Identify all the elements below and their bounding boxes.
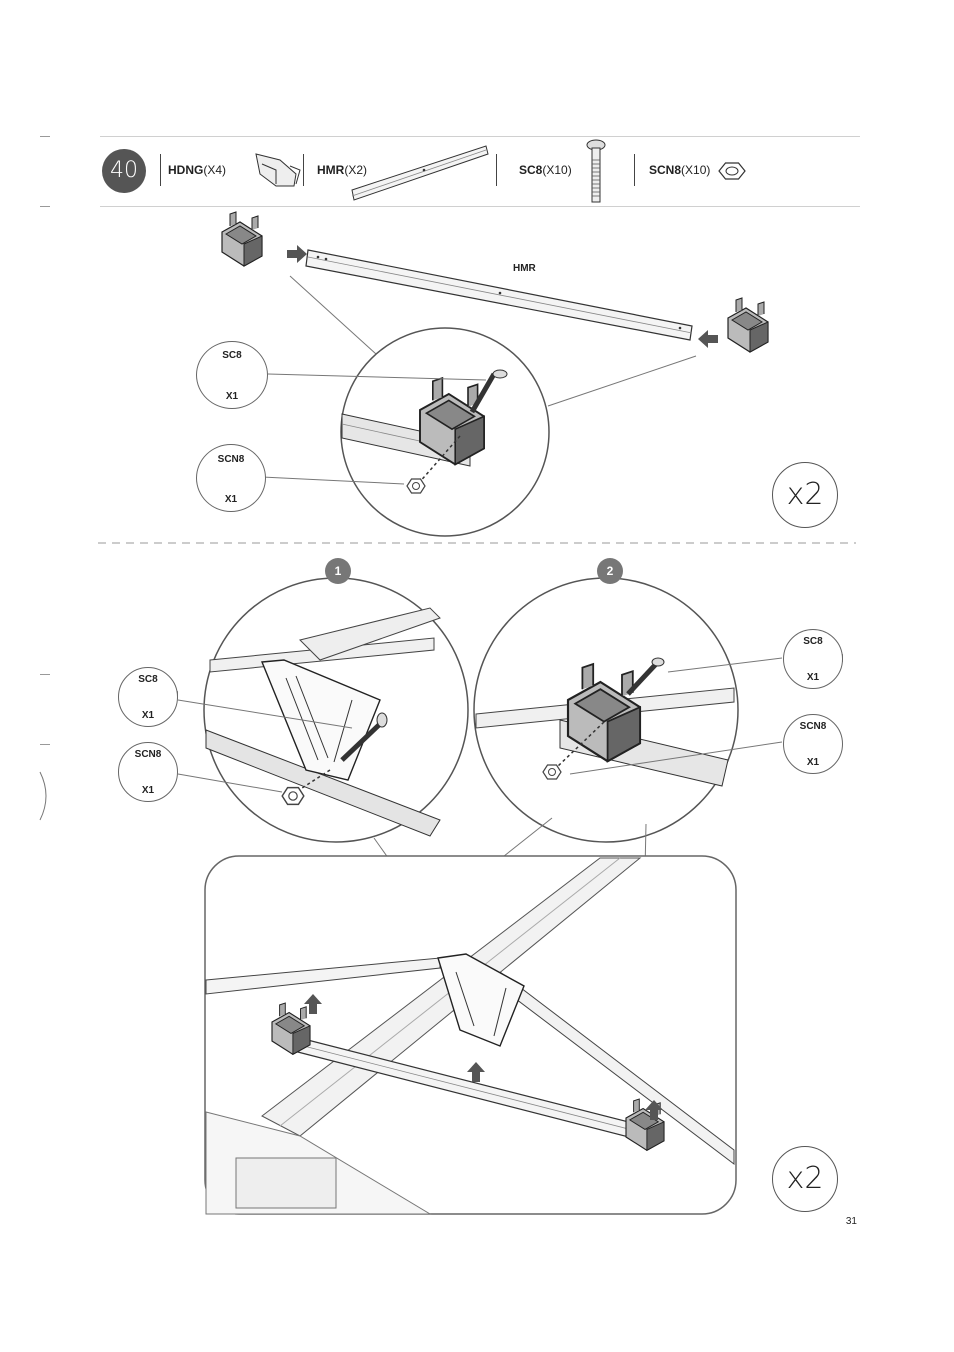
overview-content [205, 857, 735, 1215]
sc8-bolt-icon [586, 139, 606, 203]
callout-scn8-top: SCN8 X1 [196, 444, 266, 512]
part-hdng-label: HDNG(X4) [168, 163, 227, 177]
hmr-rail [305, 249, 693, 341]
arrow-up-icon [467, 1062, 485, 1082]
callout-sc8-top: SC8 X1 [196, 341, 268, 409]
arrow-icon [287, 245, 307, 263]
callout-sc8-detail-2: SC8 X1 [783, 629, 843, 689]
callout-scn8-detail-2: SCN8 X1 [783, 714, 843, 774]
arrow-up-icon [304, 994, 322, 1014]
arrow-up-icon [645, 1100, 663, 1120]
header-separator [634, 154, 635, 186]
part-hmr-label: HMR(X2) [317, 163, 367, 177]
header-separator [160, 154, 161, 186]
detail-2-content [475, 657, 735, 787]
header-bottom-rule [100, 206, 860, 207]
part-sc8-label: SC8(X10) [519, 163, 572, 177]
header-separator [303, 154, 304, 186]
part-scn8-label: SCN8(X10) [649, 163, 711, 177]
callout-scn8-detail-1: SCN8 X1 [118, 742, 178, 802]
callout-sc8-detail-1: SC8 X1 [118, 667, 178, 727]
multiplier-top: x2 [772, 462, 838, 528]
header-separator [496, 154, 497, 186]
detail-top-content [341, 369, 508, 494]
margin-tick [40, 674, 50, 675]
detail-number-2: 2 [597, 558, 623, 584]
hmr-rail-icon [351, 145, 489, 201]
margin-tick [40, 744, 50, 745]
margin-tick [40, 206, 50, 207]
hdng-bracket-icon [255, 153, 301, 187]
hdng-bracket-right [727, 297, 769, 353]
detail-1-content [205, 607, 441, 837]
hdng-bracket-left [221, 211, 263, 267]
detail-number-1: 1 [325, 558, 351, 584]
step-number: 40 [102, 149, 146, 193]
arrow-icon [698, 330, 718, 348]
header-top-rule [100, 136, 860, 137]
scn8-nut-icon [718, 162, 746, 180]
hmr-rail-label: HMR [513, 263, 536, 274]
multiplier-bottom: x2 [772, 1146, 838, 1212]
page-number: 31 [845, 1216, 857, 1227]
margin-tick [40, 136, 50, 137]
